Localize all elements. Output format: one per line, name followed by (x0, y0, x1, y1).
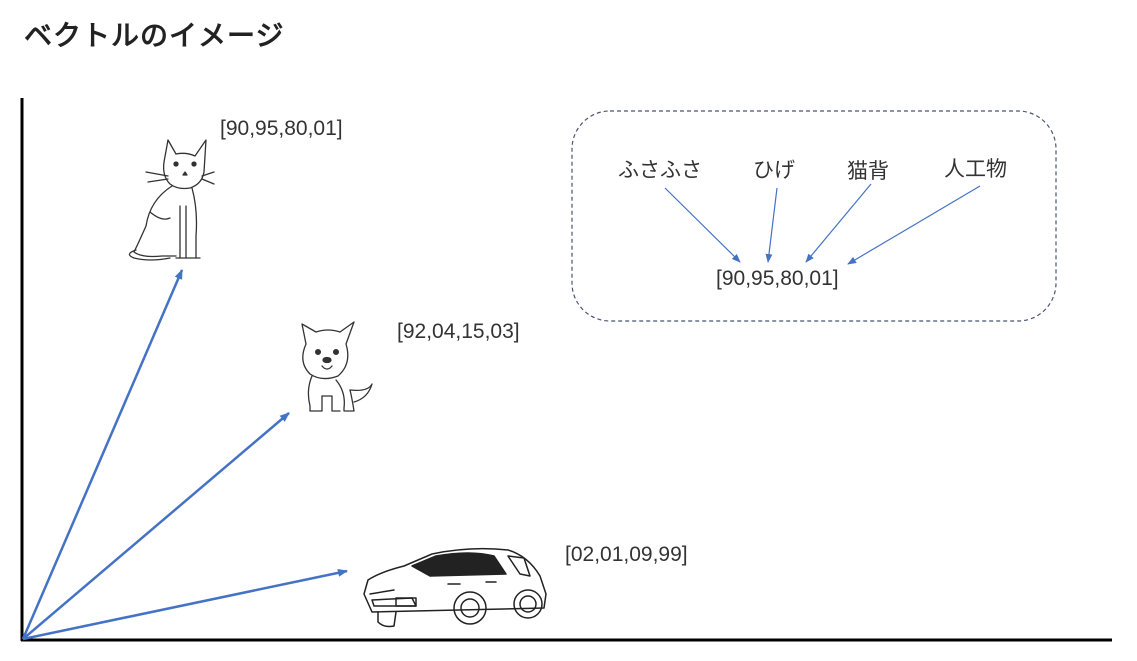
feature-box (571, 110, 1057, 322)
feature-label: 猫背 (847, 159, 889, 183)
cat-icon (128, 139, 215, 261)
page-title: ベクトルのイメージ (24, 19, 285, 52)
car-vector-arrow (22, 568, 348, 641)
car-vector-label: [02,01,09,99] (565, 543, 688, 566)
feature-arrow (765, 187, 778, 263)
feature-result-vector: [90,95,80,01] (716, 267, 839, 290)
feature-arrow (664, 187, 741, 263)
dog-vector-label: [92,04,15,03] (397, 320, 520, 343)
feature-arrow (847, 185, 981, 265)
dog-icon (301, 321, 373, 412)
feature-label: 人工物 (944, 157, 1007, 181)
feature-label: ふさふさ (618, 158, 702, 182)
car-icon (363, 547, 547, 628)
dog-vector-arrow (22, 412, 290, 640)
cat-vector-label: [90,95,80,01] (220, 117, 343, 140)
feature-label: ひげ (753, 158, 795, 182)
feature-arrow (805, 183, 872, 263)
cat-vector-arrow (21, 269, 184, 640)
